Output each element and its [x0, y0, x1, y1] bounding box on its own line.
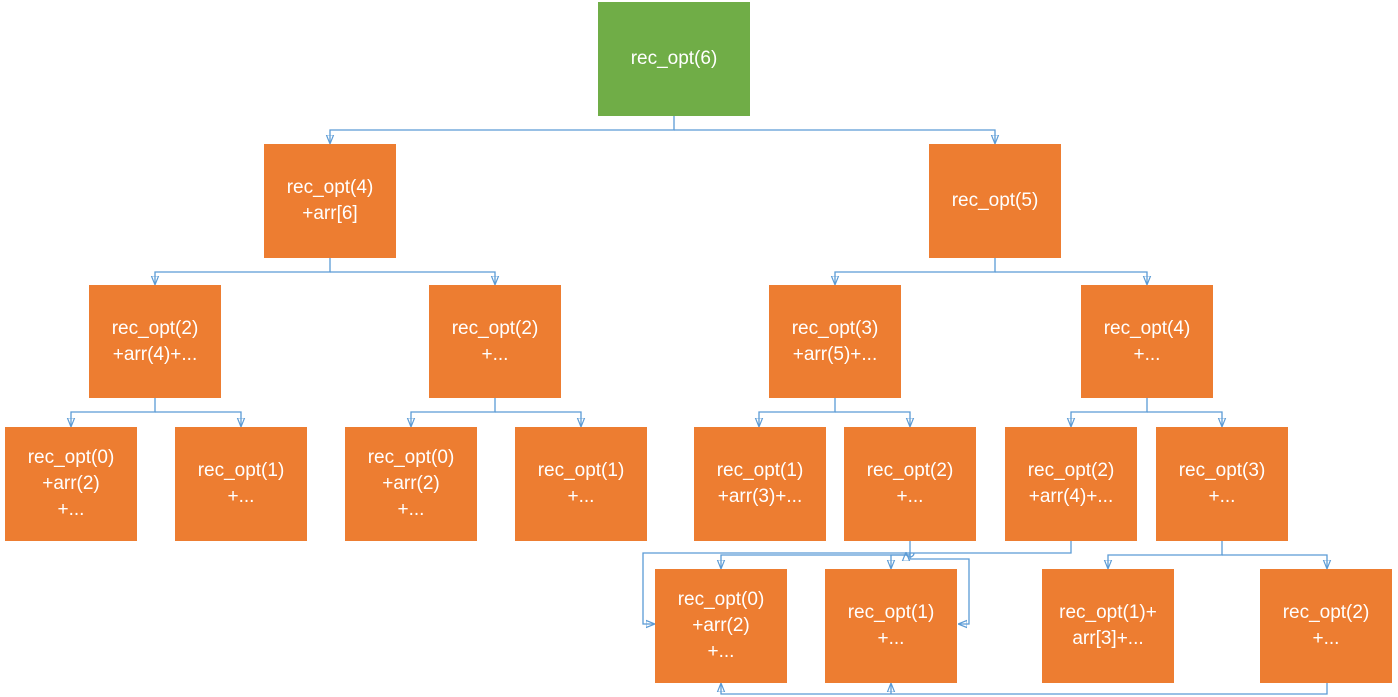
node-n2a: rec_opt(2) +arr(4)+...	[89, 285, 221, 398]
node-line: rec_opt(0)	[367, 447, 455, 468]
node-line: +...	[896, 486, 924, 507]
node-n0a: rec_opt(0) +arr(2) +...	[5, 427, 137, 541]
edge-root	[330, 116, 675, 143]
edge-n3a	[835, 411, 910, 426]
node-line: +...	[481, 343, 509, 365]
node-line: +arr(2)	[42, 473, 100, 494]
node-line: +arr(4)+...	[1028, 486, 1114, 507]
edge-n2a	[155, 411, 241, 426]
edge-n3b	[1222, 554, 1327, 568]
node-line: rec_opt(2)	[1027, 460, 1115, 481]
node-line: +...	[877, 628, 905, 649]
node-line: +...	[567, 486, 595, 507]
node-n1b: rec_opt(1) +...	[515, 427, 647, 541]
node-line: rec_opt(1)+	[1059, 602, 1157, 623]
node-n4b: rec_opt(4) +...	[1081, 285, 1213, 398]
node-n1d: rec_opt(1) +...	[825, 569, 957, 683]
edge-n4b	[1147, 411, 1222, 426]
edge-n2b	[495, 411, 581, 426]
edge-root	[674, 129, 995, 143]
node-n3a: rec_opt(3) +arr(5)+...	[769, 285, 901, 398]
node-line: rec_opt(2)	[111, 317, 199, 339]
node-line: rec_opt(0)	[677, 589, 765, 610]
node-line: +...	[397, 499, 425, 520]
node-line: rec_opt(2)	[1282, 602, 1370, 623]
node-n0c: rec_opt(0) +arr(2) +...	[655, 569, 787, 683]
node-line: +...	[227, 486, 255, 507]
node-n1e: rec_opt(1)+ arr[3]+...	[1042, 569, 1174, 683]
node-line: +arr(3)+...	[717, 486, 803, 507]
node-line: +arr(2)	[382, 473, 440, 494]
node-line: rec_opt(3)	[1178, 460, 1266, 481]
edge-n2d	[642, 541, 1072, 624]
node-n3b: rec_opt(3) +...	[1156, 427, 1288, 541]
node-n2d: rec_opt(2) +arr(4)+...	[1005, 427, 1137, 541]
node-n1c: rec_opt(1) +arr(3)+...	[694, 427, 826, 541]
edge-n2a	[71, 398, 156, 426]
node-line: +arr(2)	[692, 615, 750, 636]
node-n5: rec_opt(5)	[929, 144, 1061, 258]
node-root: rec_opt(6)	[598, 2, 750, 116]
node-line: +arr(5)+...	[792, 343, 878, 365]
edge-n4b	[1071, 398, 1148, 426]
node-line: +...	[707, 641, 735, 662]
edge-n3b	[1108, 541, 1223, 568]
node-line: rec_opt(4)	[1103, 317, 1191, 339]
node-line: rec_opt(4)	[286, 177, 374, 198]
edge-n2e	[721, 681, 1328, 695]
node-line: rec_opt(2)	[866, 460, 954, 481]
edge-n2c	[891, 554, 910, 568]
node-n4a: rec_opt(4) +arr[6]	[264, 144, 396, 258]
node-line: +...	[1312, 628, 1340, 649]
edge-n5	[995, 271, 1147, 284]
node-line: rec_opt(1)	[197, 460, 285, 481]
node-line: +arr(4)+...	[112, 343, 198, 365]
node-line: rec_opt(0)	[27, 447, 115, 468]
node-n1a: rec_opt(1) +...	[175, 427, 307, 541]
edge-n4a	[155, 258, 331, 284]
node-line: rec_opt(5)	[951, 190, 1039, 211]
edge-n5	[835, 258, 996, 284]
node-line: rec_opt(1)	[537, 460, 625, 481]
node-root-line-1: rec_opt(6)	[630, 48, 718, 69]
node-line: +...	[1133, 343, 1161, 365]
edge-n2b	[411, 398, 496, 426]
node-n0b: rec_opt(0) +arr(2) +...	[345, 427, 477, 541]
node-line: rec_opt(2)	[451, 317, 539, 339]
node-n2c: rec_opt(2) +...	[844, 427, 976, 541]
edge-n3a	[759, 398, 836, 426]
node-line: rec_opt(1)	[847, 602, 935, 623]
node-line: +arr[6]	[302, 203, 358, 224]
edge-n4a	[330, 271, 495, 284]
edge-n2d-right	[909, 553, 970, 624]
node-n2b: rec_opt(2) +...	[429, 285, 561, 398]
edge-n2c	[721, 541, 911, 568]
node-line: +...	[1208, 486, 1236, 507]
node-line: rec_opt(1)	[716, 460, 804, 481]
node-line: rec_opt(3)	[791, 317, 879, 339]
node-line: arr[3]+...	[1072, 628, 1144, 649]
node-line: +...	[57, 499, 85, 520]
node-n2e: rec_opt(2) +...	[1260, 569, 1392, 683]
